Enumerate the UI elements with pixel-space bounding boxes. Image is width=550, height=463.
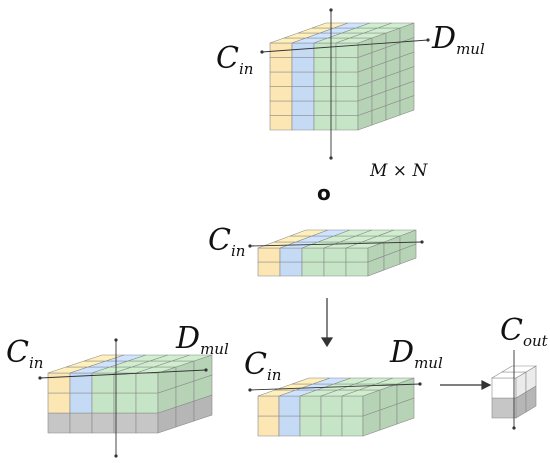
- front-cell: [69, 392, 93, 414]
- front-cell: [279, 247, 303, 263]
- axis-bottom-left-vertical-end: [114, 338, 118, 342]
- front-cell: [313, 57, 337, 73]
- c-in-label-middle: Cin: [208, 223, 245, 260]
- top-cell: [375, 377, 415, 385]
- front-cell: [291, 71, 315, 87]
- front-cell: [313, 71, 337, 87]
- axis-bottom-middle-horizontal-end: [418, 382, 422, 386]
- front-cell: [257, 415, 280, 437]
- front-cell: [291, 115, 315, 131]
- front-cell: [91, 392, 115, 414]
- front-cell: [335, 86, 359, 102]
- axis-bottom-left-vertical-end: [114, 454, 118, 458]
- front-cell: [47, 412, 71, 434]
- axis-top-horizontal-end: [426, 38, 430, 42]
- front-cell: [313, 86, 337, 102]
- c-in-label-bottom-middle: Cin: [244, 347, 281, 384]
- c-out-label: Cout: [500, 313, 549, 350]
- d-mul-label-top: Dmul: [431, 21, 485, 58]
- front-cell: [313, 100, 337, 116]
- tensor-block-top: [269, 22, 415, 131]
- axis-middle-horizontal-end: [248, 244, 252, 248]
- front-cell: [345, 247, 369, 263]
- tensor-block-bottom-left: [47, 354, 213, 434]
- front-cell: [135, 372, 159, 394]
- front-cell: [47, 372, 71, 394]
- top-cell: [377, 229, 417, 237]
- front-cell: [113, 372, 137, 394]
- axis-output-vertical-end: [512, 426, 516, 430]
- front-cell: [269, 71, 293, 87]
- front-cell: [269, 115, 293, 131]
- front-cell: [291, 42, 315, 58]
- d-mul-label-bottom-middle: Dmul: [389, 335, 443, 372]
- front-cell: [313, 115, 337, 131]
- axis-top-vertical-end: [329, 8, 333, 12]
- axis-top-horizontal-end: [260, 50, 264, 54]
- front-cell: [135, 412, 159, 434]
- front-cell: [335, 100, 359, 116]
- axis-bottom-middle-horizontal-end: [248, 388, 252, 392]
- front-cell: [257, 395, 280, 417]
- front-cell: [335, 71, 359, 87]
- front-cell: [345, 261, 369, 277]
- front-cell: [291, 86, 315, 102]
- front-cell: [335, 57, 359, 73]
- connectors: [320, 298, 492, 390]
- right-arrow-head: [481, 380, 492, 390]
- front-cell: [323, 261, 347, 277]
- front-cell: [69, 412, 93, 434]
- front-cell: [113, 412, 137, 434]
- axis-bottom-middle-horizontal: [249, 383, 421, 391]
- front-cell: [257, 247, 281, 263]
- c-in-label-top: Cin: [216, 41, 253, 78]
- output-cube: [490, 365, 538, 419]
- front-cell: [301, 261, 325, 277]
- axis-bottom-left-horizontal-end: [38, 376, 42, 380]
- front-cell: [299, 395, 322, 417]
- axis-middle-horizontal: [249, 241, 423, 247]
- front-cell: [301, 247, 325, 263]
- axis-bottom-left-horizontal-end: [204, 368, 208, 372]
- front-cell: [491, 377, 517, 399]
- top-cell: [377, 22, 415, 29]
- axis-top-horizontal: [261, 39, 429, 53]
- front-cell: [279, 261, 303, 277]
- front-cell: [269, 57, 293, 73]
- front-cell: [269, 86, 293, 102]
- front-cell: [278, 415, 301, 437]
- front-cell: [491, 397, 517, 419]
- front-cell: [47, 392, 71, 414]
- axis-top-vertical-end: [329, 156, 333, 160]
- tensor-block-middle: [257, 229, 417, 277]
- front-cell: [320, 395, 343, 417]
- front-cell: [313, 42, 337, 58]
- c-in-label-bottom-left: Cin: [6, 335, 43, 372]
- axis-bottom-left-horizontal: [39, 369, 207, 379]
- front-cell: [257, 261, 281, 277]
- front-cell: [269, 100, 293, 116]
- axis-middle-horizontal-end: [420, 240, 424, 244]
- front-cell: [320, 415, 343, 437]
- front-cell: [113, 392, 137, 414]
- dims-label: M × N: [369, 161, 428, 181]
- front-cell: [291, 57, 315, 73]
- tensor-block-bottom-middle: [257, 377, 415, 437]
- composition-operator: o: [317, 181, 331, 205]
- front-cell: [341, 395, 364, 417]
- front-cell: [299, 415, 322, 437]
- front-cell: [91, 412, 115, 434]
- front-cell: [91, 372, 115, 394]
- front-cell: [341, 415, 364, 437]
- top-cell: [171, 354, 213, 362]
- front-cell: [335, 115, 359, 131]
- down-arrow-head: [320, 337, 334, 348]
- front-cell: [291, 100, 315, 116]
- front-cell: [323, 247, 347, 263]
- top-cell: [500, 365, 538, 373]
- front-cell: [135, 392, 159, 414]
- d-mul-label-bottom-left: Dmul: [175, 321, 229, 358]
- front-cell: [278, 395, 301, 417]
